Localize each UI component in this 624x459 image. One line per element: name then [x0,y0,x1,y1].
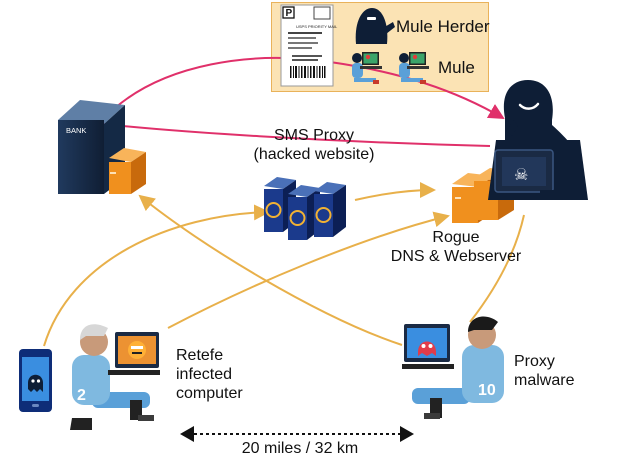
svg-text:10: 10 [478,382,496,399]
hacker-icon: ☠ [488,80,588,200]
shipping-label-icon: P USPS PRIORITY MAIL [280,4,338,87]
retefe-label-line1: Retefe [176,347,224,364]
mule-icon-2 [399,52,429,84]
rogue-server-label-line1: Rogue [432,229,480,246]
mule-icon-1 [352,52,382,84]
sms-proxy-servers-icon [264,177,346,240]
retefe-to-server-arrow [167,211,450,329]
sms-proxy-label: SMS Proxy (hacked website) [252,126,376,164]
proxy-malware-label-line2: malware [514,372,575,389]
mule-herder-icon [355,8,395,44]
sms-proxy-label-line2: (hacked website) [253,146,375,163]
svg-text:2: 2 [77,387,86,404]
svg-text:P: P [286,8,293,19]
bank-server-icon [109,148,146,194]
mule-label: Mule [438,58,475,77]
rogue-server-label: Rogue DNS & Webserver [380,228,532,266]
server-to-proxy-line [469,214,525,323]
sms-proxy-label-line1: SMS Proxy [273,127,354,144]
svg-text:USPS PRIORITY MAIL: USPS PRIORITY MAIL [296,24,338,29]
sms-forward-arrow [43,204,270,347]
retefe-label: Retefe infected computer [176,346,243,403]
proxy-malware-user-icon: 10 [402,316,504,419]
smartphone-icon [19,349,52,412]
mule-herder-label: Mule Herder [396,17,490,36]
proxy-to-bank-arrow [138,194,403,346]
bank-sign: BANK [66,126,86,135]
svg-text:☠: ☠ [514,165,528,184]
sms-to-server-arrow [354,182,436,201]
proxy-malware-label: Proxy malware [514,352,574,390]
retefe-label-line3: computer [176,385,243,402]
proxy-malware-label-line1: Proxy [514,353,555,370]
distance-label: 20 miles / 32 km [241,440,359,457]
retefe-label-line2: infected [176,366,233,383]
rogue-server-label-line2: DNS & Webserver [390,248,522,265]
retefe-infected-user-icon: 2 [70,324,160,430]
